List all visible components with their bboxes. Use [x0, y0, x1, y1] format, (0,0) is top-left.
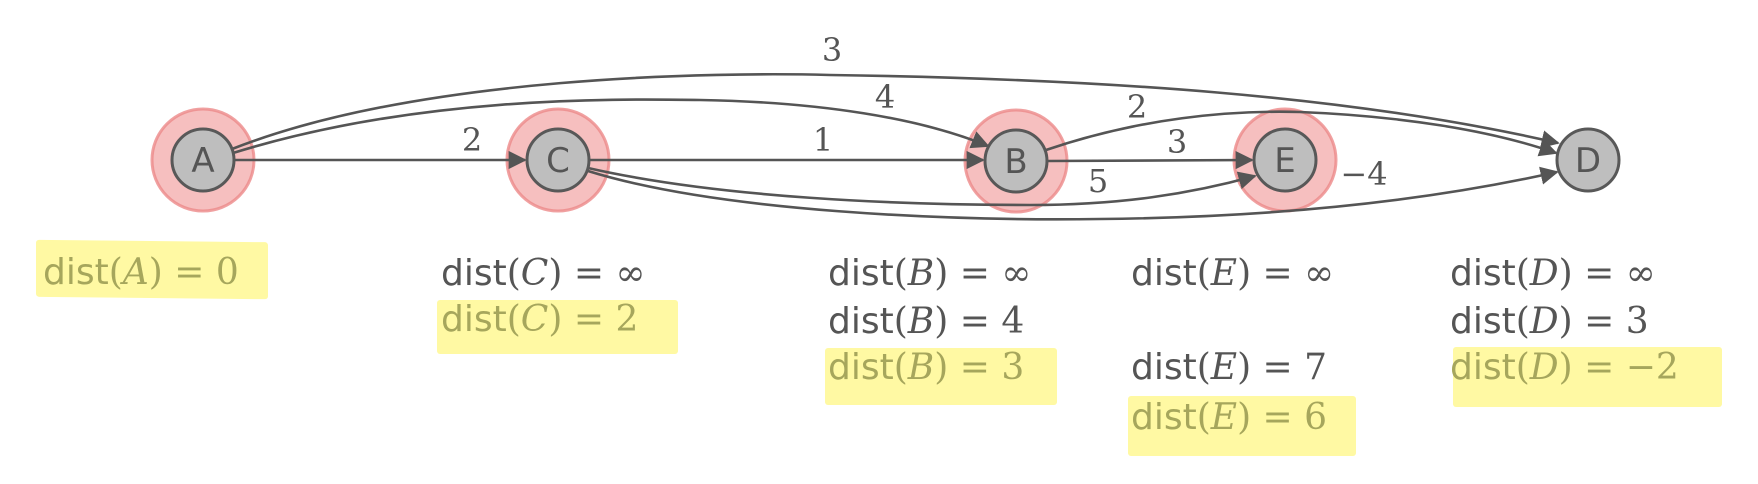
highlight-dist-d: [1453, 347, 1722, 407]
node-c-label: C: [546, 141, 570, 181]
node-b-label: B: [1004, 142, 1027, 182]
dist-a-0: dist(A) = 0: [43, 252, 239, 293]
edge-a-d: [231, 72, 1560, 151]
edge-a-b: [232, 98, 990, 155]
node-d-label: D: [1575, 141, 1601, 181]
dist-e-2: dist(E) = 6: [1131, 397, 1328, 438]
node-b-circle: [983, 128, 1049, 194]
edge-layer: [231, 72, 1560, 221]
node-e-circle: [1252, 127, 1318, 193]
node-c: C: [525, 127, 591, 193]
dist-e-1: dist(E) = 7: [1131, 347, 1328, 388]
dist-c-0: dist(C) = ∞: [441, 253, 646, 294]
dist-d-0: dist(D) = ∞: [1450, 253, 1656, 294]
dist-d-1: dist(D) = 3: [1450, 301, 1649, 342]
node-a-label: A: [191, 141, 214, 181]
node-e-label: E: [1274, 141, 1295, 181]
dist-d-2: dist(D) = −2: [1450, 347, 1679, 388]
edge-c-e: [587, 166, 1257, 207]
dist-b-2: dist(B) = 3: [828, 347, 1025, 388]
edge-c-d: [587, 166, 1559, 221]
dist-c-1: dist(C) = 2: [441, 299, 639, 340]
edge-label-b-d: 2: [1127, 88, 1147, 126]
highlight-dist-b: [825, 348, 1057, 405]
node-a-circle: [170, 127, 236, 193]
node-e: E: [1252, 127, 1318, 193]
dist-b-0: dist(B) = ∞: [828, 253, 1032, 294]
dist-b-1: dist(B) = 4: [828, 301, 1025, 342]
node-a: A: [170, 127, 236, 193]
edge-label-c-b: 1: [813, 121, 833, 159]
node-c-circle: [525, 127, 591, 193]
node-d: D: [1555, 127, 1621, 193]
edge-label-layer: 3 4 2 1 2 3 5 −4: [462, 31, 1388, 200]
edge-b-e: [1046, 150, 1254, 170]
edge-label-c-e: 5: [1088, 162, 1108, 200]
edge-label-a-d: 3: [822, 31, 842, 69]
node-d-circle: [1555, 127, 1621, 193]
highlight-dist-c: [437, 300, 678, 354]
edge-label-a-b: 4: [875, 78, 895, 116]
edge-b-d: [1045, 110, 1558, 157]
edge-label-c-d: −4: [1340, 155, 1387, 193]
node-b: B: [983, 128, 1049, 194]
edge-label-b-e: 3: [1167, 123, 1187, 161]
node-layer: A C B E D: [170, 127, 1621, 194]
edge-label-a-c: 2: [462, 121, 482, 159]
highlight-dist-e: [1128, 396, 1356, 456]
dist-e-0: dist(E) = ∞: [1131, 253, 1335, 294]
